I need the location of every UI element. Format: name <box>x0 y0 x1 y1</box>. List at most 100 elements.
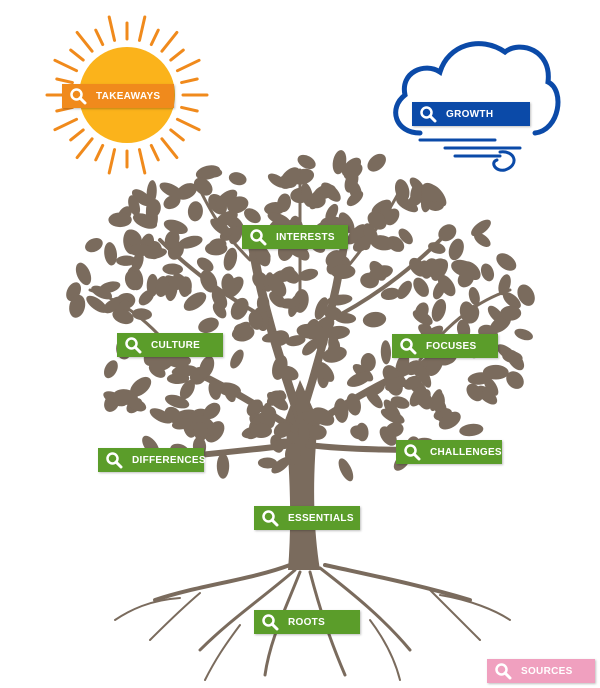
leaf <box>350 425 368 440</box>
focuses-button[interactable]: FOCUSES <box>392 334 498 358</box>
leaf <box>215 210 238 227</box>
differences-label: DIFFERENCES <box>132 454 206 466</box>
leaf <box>413 277 429 297</box>
leaf <box>506 371 524 389</box>
leaf <box>403 375 422 390</box>
leaf <box>483 376 499 396</box>
leaf <box>193 177 213 196</box>
leaf <box>367 211 387 230</box>
leaf <box>132 213 158 229</box>
interests-button[interactable]: INTERESTS <box>242 225 348 249</box>
leaf <box>390 396 410 409</box>
sources-button[interactable]: SOURCES <box>487 659 595 683</box>
leaf <box>273 421 291 439</box>
challenges-button[interactable]: CHALLENGES <box>396 440 502 464</box>
leaf <box>163 194 181 210</box>
leaf <box>131 251 144 272</box>
leaf <box>223 247 238 271</box>
leaf <box>302 338 319 356</box>
leaf <box>255 245 271 267</box>
leaf <box>448 238 464 261</box>
leaf <box>466 383 484 402</box>
leaf <box>428 242 446 254</box>
leaf <box>421 182 441 203</box>
leaf <box>108 212 132 228</box>
leaf <box>162 263 183 275</box>
leaf <box>325 250 344 268</box>
leaf <box>200 270 218 293</box>
essentials-button[interactable]: ESSENTIALS <box>254 506 360 530</box>
leaf <box>261 331 286 343</box>
sun-ray <box>160 137 179 160</box>
culture-button[interactable]: CULTURE <box>117 333 223 357</box>
leaf <box>431 298 447 322</box>
leaf <box>199 355 215 379</box>
leaf <box>457 270 475 288</box>
sun-ray <box>55 77 74 85</box>
leaf <box>208 380 222 400</box>
leaf <box>360 353 376 372</box>
leaf <box>104 242 118 266</box>
magnifier-icon <box>262 614 279 631</box>
roots-button[interactable]: ROOTS <box>254 610 360 634</box>
leaf <box>298 419 310 446</box>
magnifier-icon <box>262 510 279 527</box>
culture-label: CULTURE <box>151 339 201 351</box>
leaf <box>132 308 152 321</box>
sun-ray <box>75 30 94 53</box>
leaf <box>271 456 291 474</box>
magnifier-icon <box>400 338 417 355</box>
leaf <box>514 328 533 341</box>
leaf <box>178 235 203 249</box>
magnifier-icon <box>70 88 87 105</box>
leaf <box>196 257 214 272</box>
leaf <box>138 289 155 306</box>
leaf <box>394 179 410 202</box>
sun-ray <box>137 15 147 42</box>
sun-ray <box>69 48 85 62</box>
leaf <box>459 423 484 437</box>
leaf <box>322 346 347 363</box>
leaf <box>155 276 170 297</box>
leaf <box>397 280 412 300</box>
leaf <box>208 238 227 252</box>
leaf <box>380 408 405 424</box>
leaf <box>367 153 386 172</box>
magnifier-icon <box>250 229 267 246</box>
leaf <box>398 228 413 245</box>
leaf <box>75 262 92 286</box>
leaf <box>328 332 339 354</box>
leaf <box>149 354 174 372</box>
leaf <box>296 323 320 339</box>
sun-ray <box>69 128 85 142</box>
sun-ray <box>137 148 147 175</box>
leaf <box>266 390 286 406</box>
leaf <box>476 385 498 405</box>
takeaways-button[interactable]: TAKEAWAYS <box>62 84 174 108</box>
leaf <box>344 170 359 193</box>
growth-button[interactable]: GROWTH <box>412 102 530 126</box>
magnifier-icon <box>495 663 512 680</box>
leaf <box>410 182 422 206</box>
leaf <box>176 183 197 200</box>
leaf <box>316 361 335 382</box>
leaf <box>294 245 310 261</box>
leaf <box>163 219 188 235</box>
leaf <box>432 390 445 413</box>
leaf <box>363 223 378 244</box>
leaf <box>314 297 329 320</box>
cloud-wind-icon <box>393 41 561 172</box>
leaf <box>341 157 362 177</box>
leaf <box>86 295 108 313</box>
leaf <box>425 352 444 376</box>
magnifier-icon <box>420 106 437 123</box>
tree-leaves <box>66 150 535 482</box>
differences-button[interactable]: DIFFERENCES <box>98 448 206 472</box>
leaf <box>346 393 361 416</box>
sun-ray <box>149 143 160 162</box>
sun-ray <box>94 143 105 162</box>
leaf <box>198 317 219 334</box>
leaf <box>325 203 339 223</box>
leaf <box>85 237 103 253</box>
leaf <box>256 294 270 313</box>
